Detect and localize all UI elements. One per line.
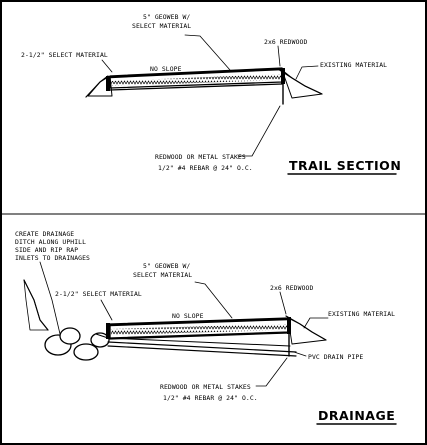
existing-material-label: EXISTING MATERIAL bbox=[320, 61, 387, 69]
stakes-note-line2: 1/2" #4 REBAR @ 24" O.C. bbox=[158, 164, 253, 172]
drainage-redwood-right bbox=[287, 317, 291, 334]
trail-section-title: TRAIL SECTION bbox=[289, 158, 401, 173]
geoweb-bottom-line bbox=[109, 83, 283, 91]
geoweb-note-line1: 5" GEOWEB W/ bbox=[143, 13, 190, 21]
drainage-leader-stakes bbox=[255, 357, 288, 387]
rip-rap-rock-3 bbox=[73, 343, 99, 361]
ditch-note-line3: SIDE AND RIP RAP bbox=[15, 246, 78, 254]
drainage-title: DRAINAGE bbox=[318, 408, 395, 423]
pvc-pipe-label: PVC DRAIN PIPE bbox=[308, 353, 363, 361]
drainage-leader-redwood bbox=[279, 291, 287, 315]
drainage-ground-right bbox=[285, 315, 327, 341]
select-material-top bbox=[108, 67, 284, 79]
stakes-note-line1: REDWOOD OR METAL STAKES bbox=[155, 153, 246, 161]
drainage-redwood-left bbox=[106, 323, 110, 339]
drainage-geoweb-bottom bbox=[109, 332, 289, 340]
uphill-soil bbox=[23, 279, 49, 331]
drainage-redwood-label: 2x6 REDWOOD bbox=[270, 284, 313, 292]
drainage-geoweb-note-line1: 5" GEOWEB W/ bbox=[143, 262, 190, 270]
drainage-leader-geoweb bbox=[194, 281, 233, 319]
leader-select-material bbox=[101, 59, 113, 73]
ground-line-left bbox=[85, 75, 109, 98]
drainage-geoweb-hatch bbox=[111, 324, 287, 335]
redwood-right bbox=[281, 68, 285, 84]
no-slope-label: NO SLOPE bbox=[150, 65, 182, 73]
drainage-detail: CREATE DRAINAGE DITCH ALONG UPHILL SIDE … bbox=[15, 230, 397, 425]
select-material-label: 2-1/2" SELECT MATERIAL bbox=[21, 51, 108, 59]
leader-ditch bbox=[39, 261, 61, 335]
ditch-note-line2: DITCH ALONG UPHILL bbox=[15, 238, 86, 246]
drainage-no-slope-label: NO SLOPE bbox=[172, 312, 204, 320]
leader-geoweb bbox=[184, 34, 231, 71]
drainage-stakes-note-line2: 1/2" #4 REBAR @ 24" O.C. bbox=[163, 394, 258, 402]
drainage-leader-existing bbox=[303, 317, 329, 329]
drainage-select-material-label: 2-1/2" SELECT MATERIAL bbox=[55, 290, 142, 298]
geoweb-note-line2: SELECT MATERIAL bbox=[132, 22, 191, 30]
ditch-note-line1: CREATE DRAINAGE bbox=[15, 230, 74, 238]
leader-existing-material bbox=[295, 65, 319, 80]
pvc-drain-pipe bbox=[107, 341, 297, 357]
leader-redwood bbox=[277, 45, 281, 67]
redwood-label: 2x6 REDWOOD bbox=[264, 38, 307, 46]
drainage-stakes-note-line1: REDWOOD OR METAL STAKES bbox=[160, 383, 251, 391]
ditch-note-line4: INLETS TO DRAINAGES bbox=[15, 254, 90, 262]
trail-section-detail: 5" GEOWEB W/ SELECT MATERIAL 2-1/2" SELE… bbox=[21, 13, 401, 175]
drainage-select-top bbox=[108, 317, 290, 327]
leader-stakes bbox=[237, 105, 281, 157]
geoweb-hatch bbox=[111, 74, 281, 86]
rip-rap-rock-2 bbox=[59, 327, 81, 345]
drainage-geoweb-note-line2: SELECT MATERIAL bbox=[133, 271, 192, 279]
drainage-leader-pipe bbox=[293, 351, 307, 357]
drainage-leader-select bbox=[100, 299, 113, 321]
drainage-soil-right bbox=[287, 317, 327, 345]
redwood-left bbox=[106, 76, 110, 91]
drainage-existing-material-label: EXISTING MATERIAL bbox=[328, 310, 395, 318]
